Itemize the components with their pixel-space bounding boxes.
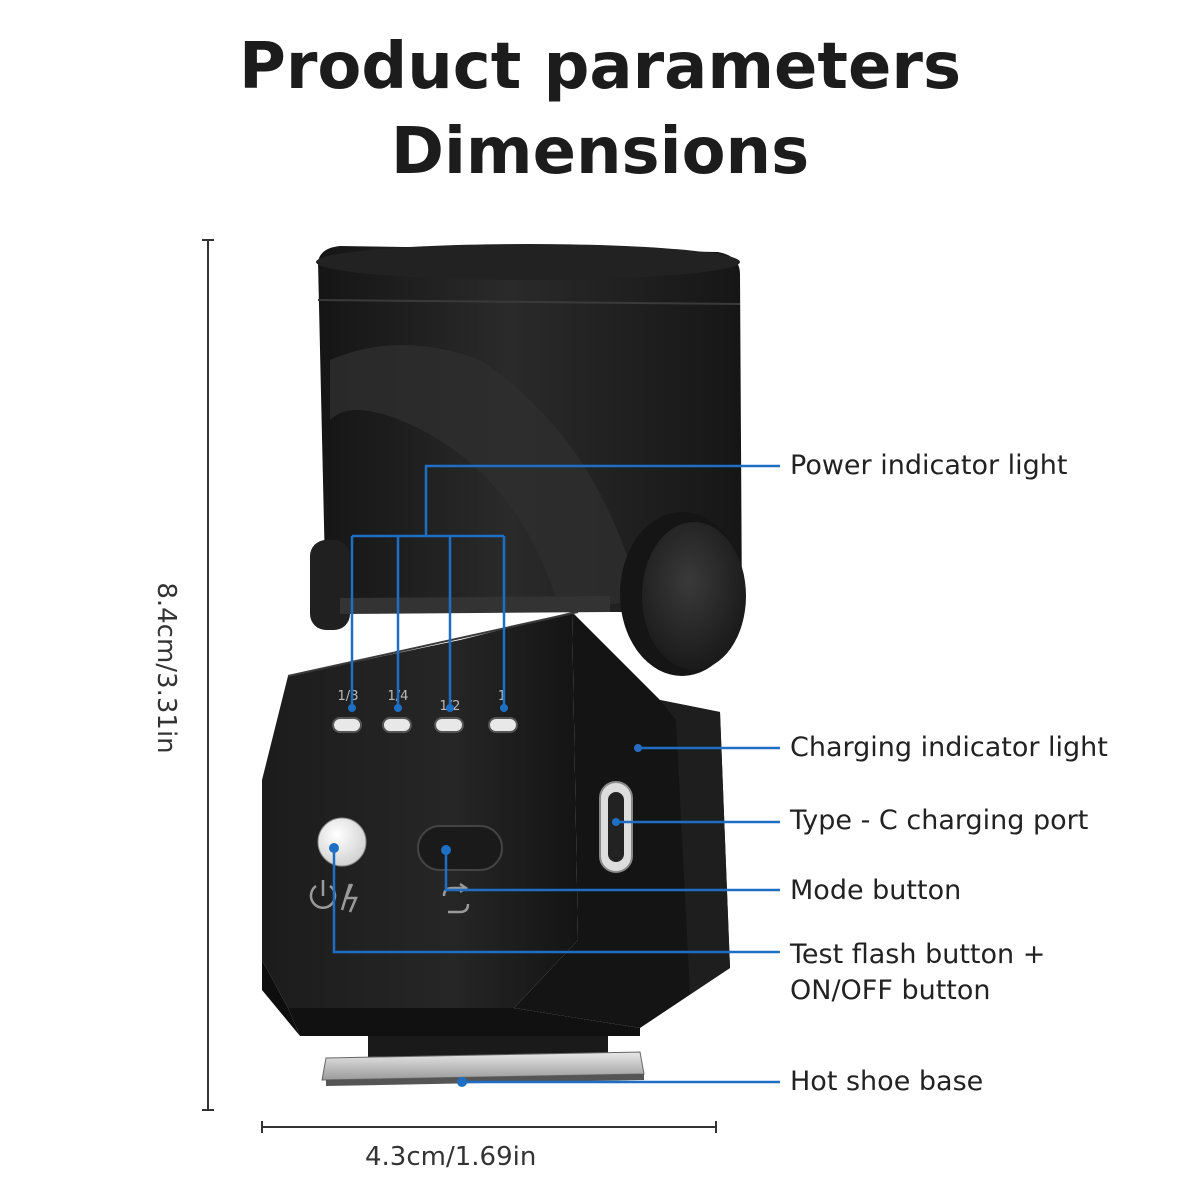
led-label-1: 1 <box>498 689 506 704</box>
led-1-8 <box>332 717 362 733</box>
led-1-2 <box>434 717 464 733</box>
callout-test-flash: Test flash button + ON/OFF button <box>790 939 1046 1006</box>
width-dimension-line <box>261 1121 717 1133</box>
page-title: Product parameters <box>238 30 962 104</box>
callout-type-c-port: Type - C charging port <box>790 805 1089 836</box>
height-dimension-label: 8.4cm/3.31in <box>151 582 181 754</box>
leader-power-indicator <box>424 464 780 536</box>
callout-leader-lines <box>332 464 780 1084</box>
callout-mode-button: Mode button <box>790 875 962 906</box>
callout-power-indicator: Power indicator light <box>790 450 1068 481</box>
callout-hot-shoe: Hot shoe base <box>790 1066 984 1097</box>
leader-mode-button <box>444 850 780 892</box>
width-dimension-label: 4.3cm/1.69in <box>365 1142 537 1172</box>
flash-head <box>310 244 742 630</box>
test-flash-button[interactable] <box>317 817 367 867</box>
callout-charging-indicator: Charging indicator light <box>790 732 1108 763</box>
charging-indicator-led <box>634 744 642 752</box>
type-c-port[interactable] <box>599 781 633 873</box>
page-subtitle: Dimensions <box>390 115 810 189</box>
callout-dots <box>329 704 620 1087</box>
led-label-1-8: 1/8 <box>338 689 359 704</box>
hot-shoe-base <box>321 1036 645 1086</box>
rotation-knob <box>620 512 746 676</box>
led-1-4 <box>382 717 412 733</box>
height-dimension-line <box>202 239 214 1111</box>
leader-test-flash <box>332 848 780 954</box>
led-1 <box>488 717 518 733</box>
mode-button[interactable] <box>417 825 503 871</box>
